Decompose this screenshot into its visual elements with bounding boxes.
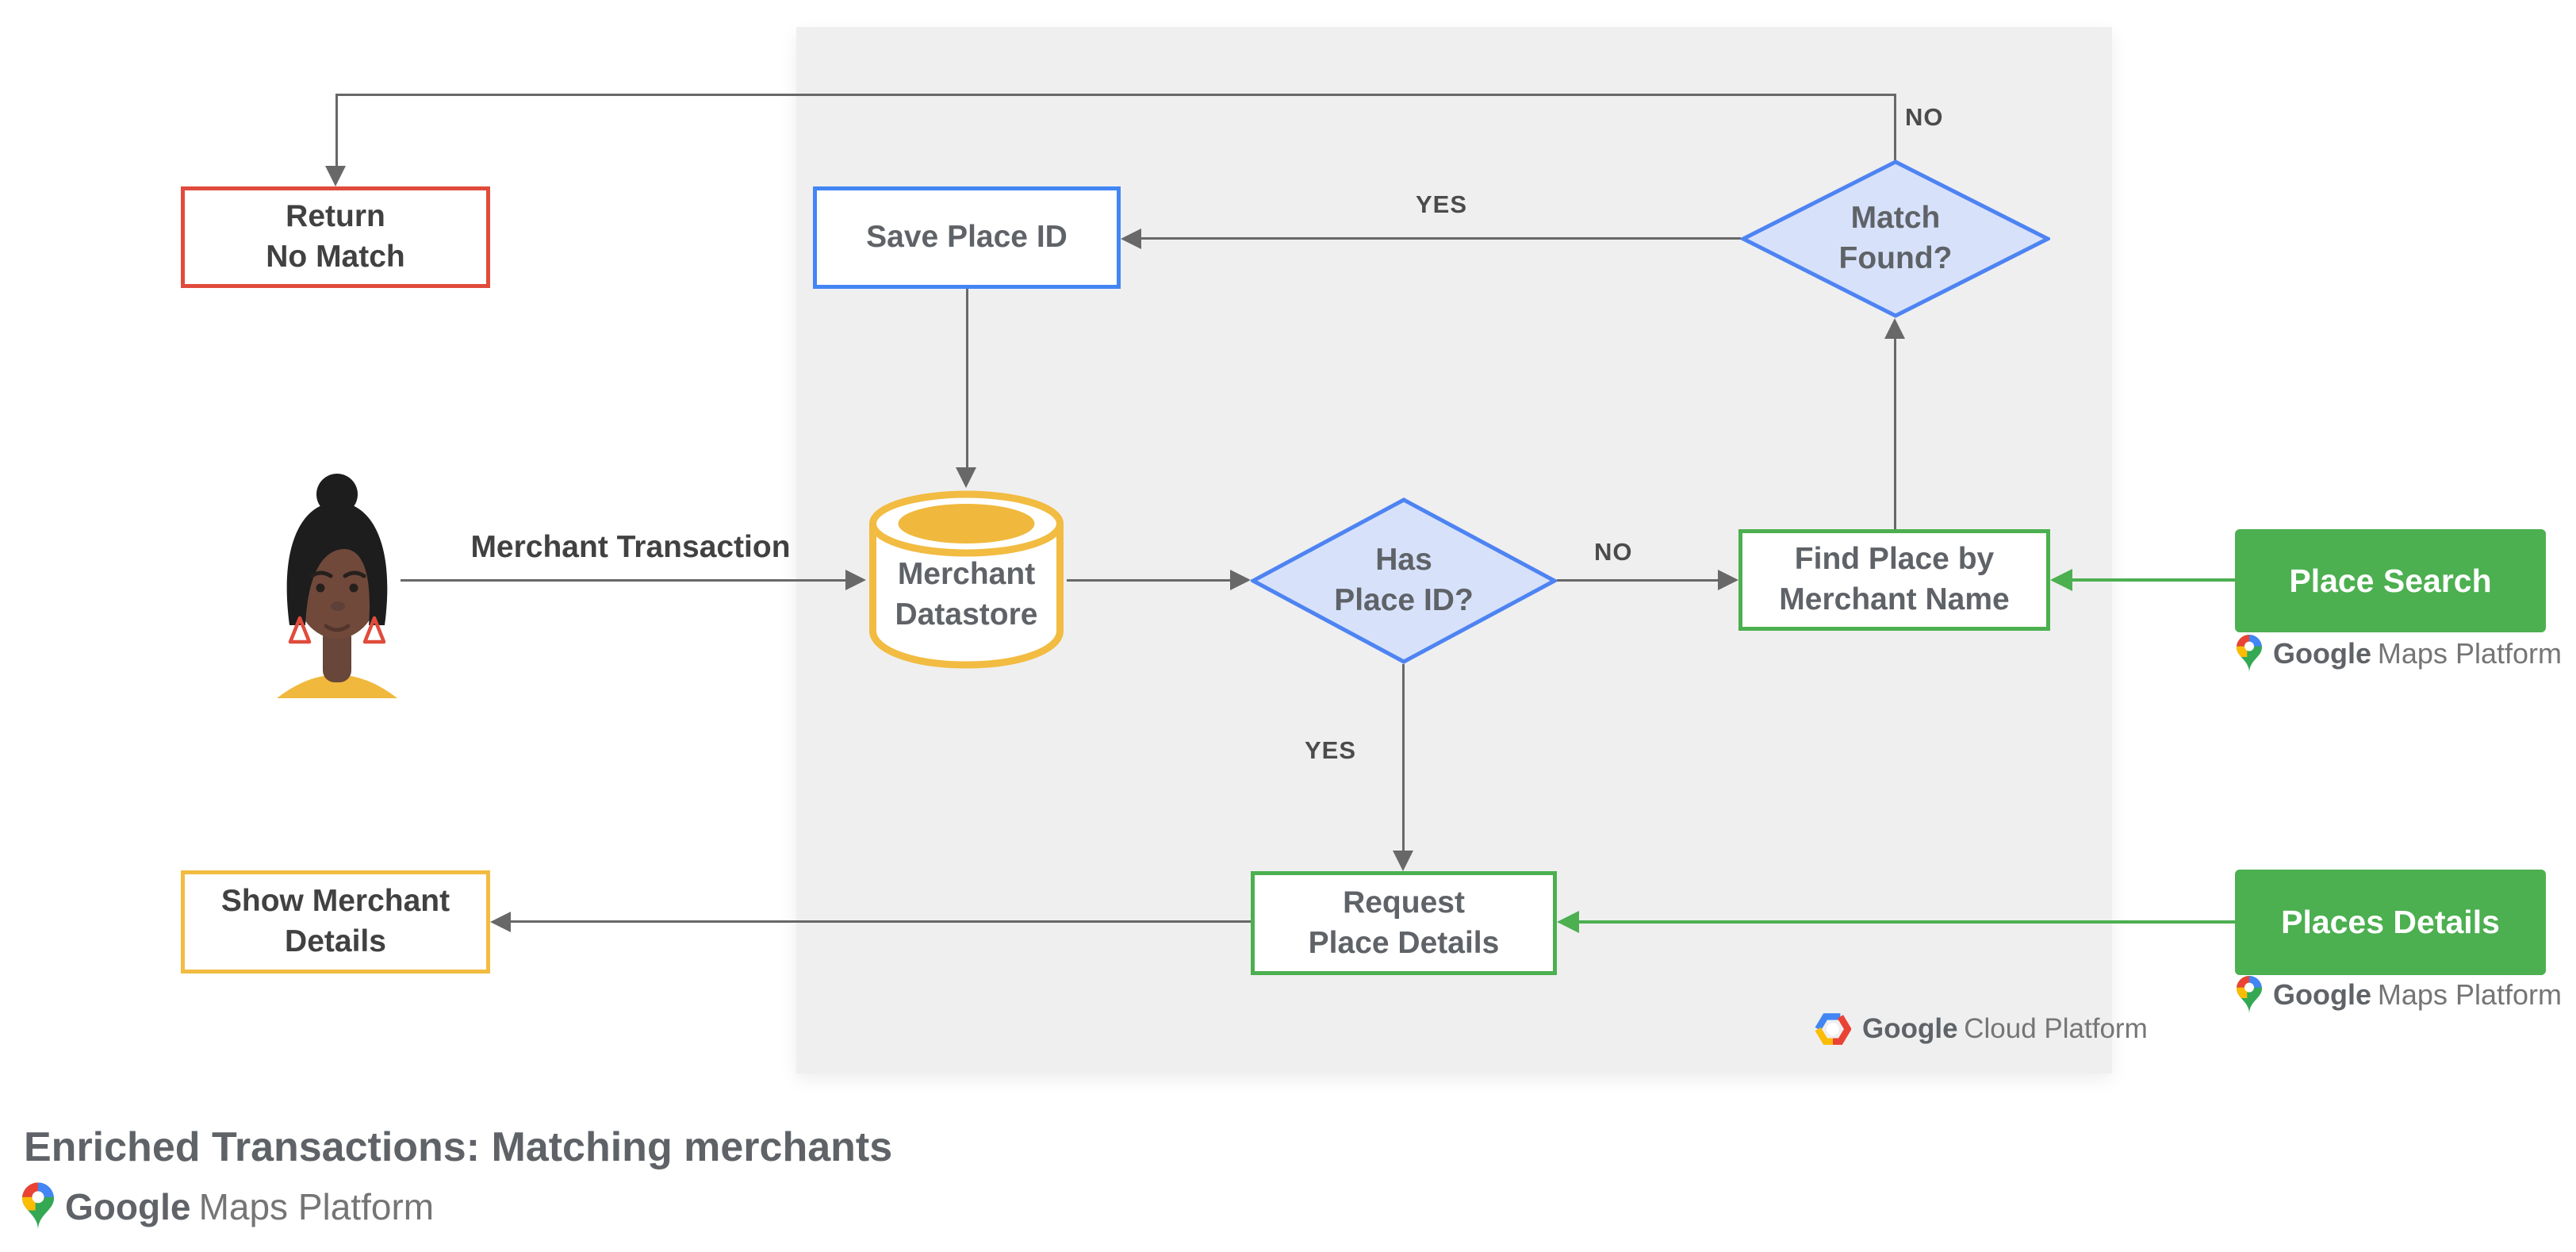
logo-text-maps-platform: Maps Platform <box>2377 978 2562 1011</box>
logo-text-google: Google <box>2273 978 2371 1011</box>
maps-pin-icon <box>22 1182 54 1231</box>
node-label: Save Place ID <box>866 220 1068 255</box>
edge-matchfound-no-vertical <box>1894 94 1896 162</box>
logo-text-google: Google <box>2273 637 2371 670</box>
edge-placesearch-to-findplace <box>2072 578 2235 582</box>
edge-matchfound-no-drop <box>335 94 338 167</box>
node-return-no-match: Return No Match <box>181 186 490 288</box>
google-maps-platform-logo-place-search: Google Maps Platform <box>2237 635 2562 673</box>
diamond-shape <box>1738 159 2053 318</box>
edge-label-match-found-no: NO <box>1905 103 1944 131</box>
logo-text-google: Google <box>1862 1013 1958 1044</box>
node-label: Find Place by Merchant Name <box>1779 542 2010 616</box>
node-label: Place Search <box>2289 562 2492 599</box>
arrowhead-into-return <box>325 166 346 186</box>
edge-placesdetails-to-request <box>1579 920 2235 924</box>
arrowhead-into-request <box>1393 851 1413 871</box>
maps-pin-icon <box>2237 976 2262 1014</box>
maps-pin-icon <box>2237 635 2262 673</box>
google-maps-platform-logo-footer: Google Maps Platform <box>22 1182 434 1231</box>
node-show-merchant-details: Show Merchant Details <box>181 870 490 974</box>
api-card-places-details: Places Details <box>2235 870 2546 975</box>
node-label: Match Found? <box>1838 201 1953 275</box>
node-request-place-details: Request Place Details <box>1251 871 1557 975</box>
database-cylinder-icon <box>869 490 1064 669</box>
arrowhead-green-into-findplace <box>2050 569 2072 591</box>
edge-request-to-show <box>511 920 1251 923</box>
node-save-place-id: Save Place ID <box>813 186 1121 289</box>
edge-label-has-place-id-yes: YES <box>1305 736 1357 764</box>
edge-label-match-found-yes: YES <box>1416 190 1468 218</box>
node-merchant-datastore: Merchant Datastore <box>866 488 1067 669</box>
edge-hasplaceid-no <box>1557 579 1718 582</box>
node-label: Has Place ID? <box>1334 543 1474 617</box>
arrowhead-into-saveplaceid <box>1121 229 1141 249</box>
node-label: Request Place Details <box>1308 885 1500 960</box>
diagram-title: Enriched Transactions: Matching merchant… <box>24 1124 893 1170</box>
logo-text-maps-platform: Maps Platform <box>2377 637 2562 670</box>
logo-text-cloud-platform: Cloud Platform <box>1964 1013 2148 1044</box>
arrowhead-into-datastore <box>845 570 866 590</box>
diamond-shape <box>1248 497 1559 664</box>
logo-text-google: Google <box>65 1185 191 1227</box>
edge-matchfound-no-horizontal <box>335 94 1896 96</box>
person-icon <box>277 474 397 698</box>
label-merchant-transaction: Merchant Transaction <box>470 530 791 564</box>
arrowhead-into-findplace <box>1718 570 1738 590</box>
user-avatar <box>274 470 401 698</box>
arrowhead-into-matchfound <box>1884 318 1905 339</box>
edge-transaction-to-datastore <box>401 579 845 582</box>
node-label: Places Details <box>2281 904 2500 940</box>
google-cloud-platform-logo: Google Cloud Platform <box>1815 1012 2148 1046</box>
edge-findplace-to-matchfound <box>1894 339 1896 529</box>
node-label: Merchant Datastore <box>895 557 1038 632</box>
edge-label-has-place-id-no: NO <box>1594 538 1633 566</box>
arrowhead-into-hasplaceid <box>1230 570 1251 590</box>
edge-matchfound-yes <box>1141 237 1741 240</box>
edge-datastore-to-hasplaceid <box>1067 579 1230 582</box>
arrowhead-into-show <box>490 912 511 932</box>
node-find-place-by-merchant-name: Find Place by Merchant Name <box>1738 529 2050 631</box>
node-label: Return No Match <box>266 199 405 274</box>
google-cloud-hexagon-icon <box>1815 1013 1851 1045</box>
node-label: Show Merchant Details <box>220 884 450 958</box>
logo-text-maps-platform: Maps Platform <box>198 1185 435 1227</box>
edge-saveplaceid-to-datastore <box>966 289 968 467</box>
arrowhead-into-datastore-top <box>956 467 976 488</box>
arrowhead-green-into-request <box>1557 911 1579 933</box>
api-card-place-search: Place Search <box>2235 529 2546 632</box>
edge-hasplaceid-yes <box>1402 664 1405 851</box>
diamond-match-found: Match Found? <box>1738 159 2053 318</box>
diamond-has-place-id: Has Place ID? <box>1248 497 1559 664</box>
google-maps-platform-logo-places-details: Google Maps Platform <box>2237 976 2562 1014</box>
